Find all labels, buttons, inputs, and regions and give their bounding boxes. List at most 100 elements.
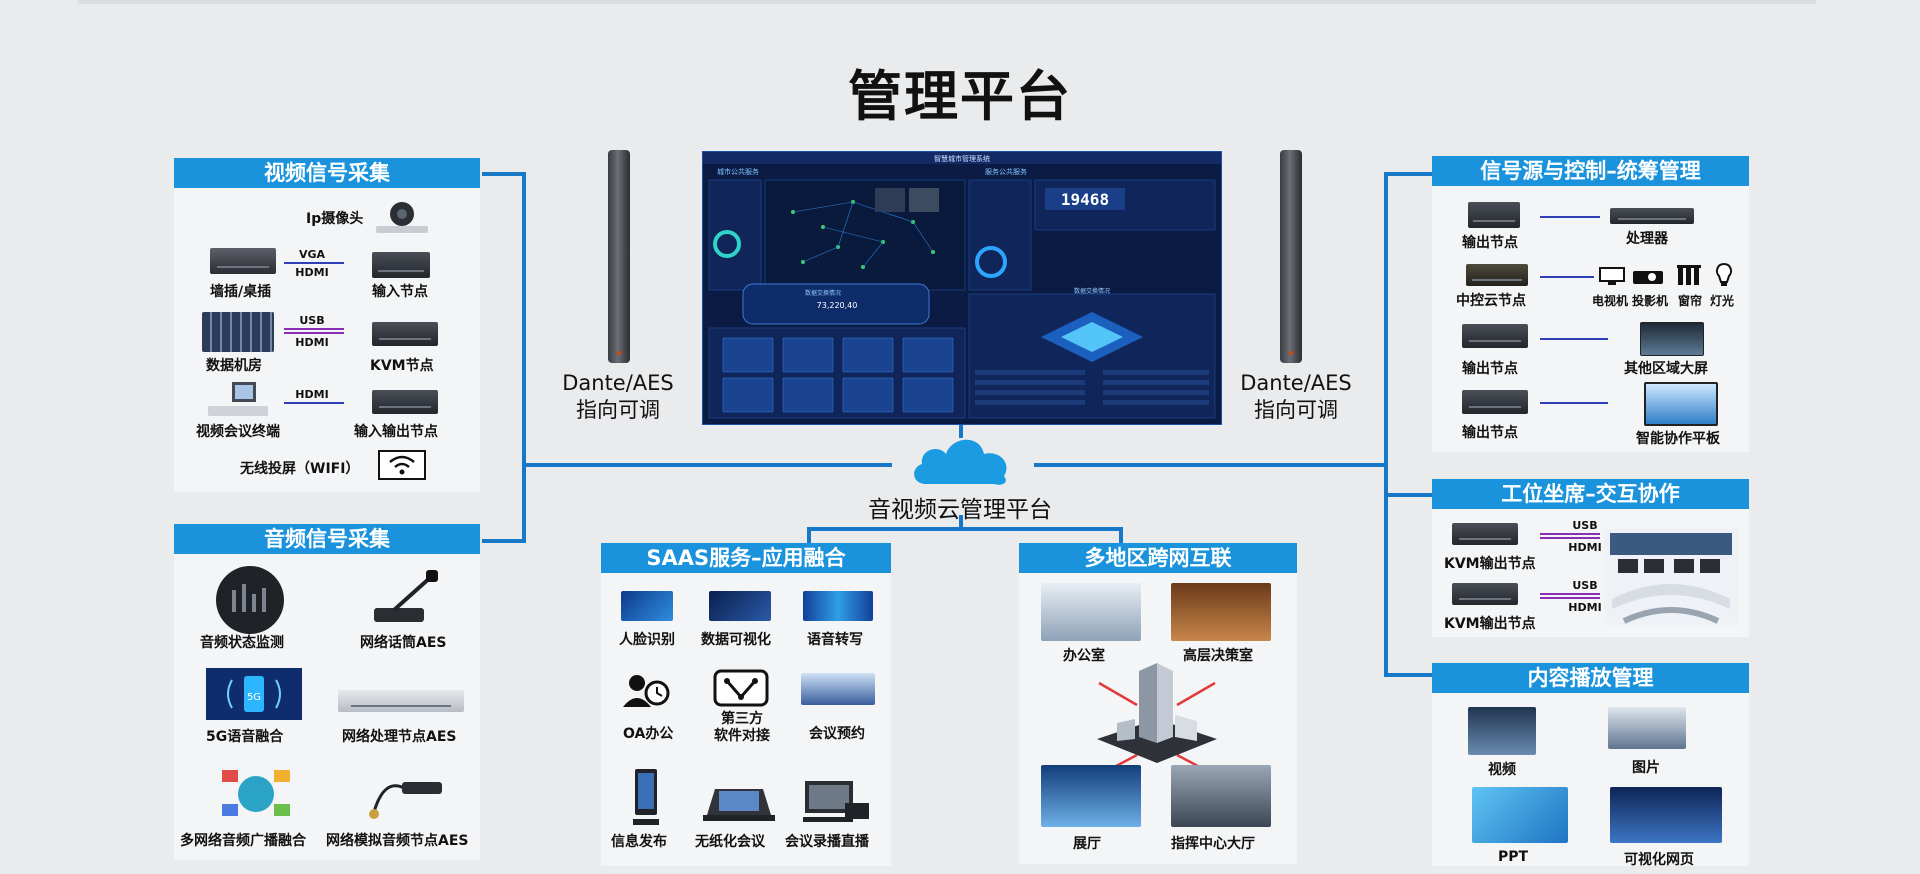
link-video [482,172,526,176]
wall-socket-label: 墙插/桌插 [210,284,272,300]
region-item-3: 指挥中心大厅 [1171,836,1255,852]
video-thumbnail [1468,707,1536,755]
input-node-device [372,252,430,278]
info-kiosk-icon [633,769,659,825]
link-audio [482,539,526,543]
smart-board-label: 智能协作平板 [1636,431,1720,447]
screen-title: 智慧城市管理系统 [934,154,990,163]
screen-bottom-left-title: 数据交换情况 [805,289,841,297]
screen-left-title: 城市公共服务 [717,167,759,176]
signal-output-node-3: 输出节点 [1462,425,1518,441]
speaker-label-left: Dante/AES 指向可调 [548,370,688,424]
projector-icon [1633,271,1663,284]
audio-item-5: 网络模拟音频节点AES [326,833,469,849]
hdmi-line [284,402,344,404]
content-panel-header: 内容播放管理 [1432,663,1749,693]
decision-room-image [1171,583,1271,641]
signal-line-4 [1540,402,1608,404]
content-item-0: 视频 [1488,762,1516,778]
seat-panel-header: 工位坐席–交互协作 [1432,479,1749,509]
curtain-icon [1677,265,1701,285]
signal-panel-header: 信号源与控制–统筹管理 [1432,156,1749,186]
video-panel-header: 视频信号采集 [174,158,480,188]
input-node-label: 输入节点 [372,284,428,300]
other-screen-label: 其他区域大屏 [1624,361,1708,377]
content-item-2: PPT [1498,849,1529,865]
speech-transcription-image [803,591,873,621]
left-bus [522,463,892,467]
signal-panel: 信号源与控制–统筹管理 输出节点 处理器 中控云节点 电视机 投影机 窗帘 灯光… [1432,156,1749,452]
signal-output-node-1: 输出节点 [1462,235,1518,251]
speaker-label-line1: Dante/AES [1240,371,1352,395]
speaker-label-line2: 指向可调 [576,398,660,422]
branch-saas [807,527,811,545]
image-thumbnail [1608,707,1686,749]
region-item-1: 高层决策室 [1183,648,1253,664]
signal-output-node-2: 输出节点 [1462,361,1518,377]
third-party-integration-icon [713,669,769,707]
other-screen-image [1640,322,1704,356]
left-trunk [522,172,526,543]
audio-item-2: 5G语音融合 [206,729,284,745]
network-processing-node-device [338,690,464,712]
signal-line-2 [1540,276,1594,278]
saas-item-6: 会议预约 [809,726,865,742]
wall-socket-device [210,248,276,274]
seat-hdmi-2: HDMI [1568,601,1602,614]
device-light: 灯光 [1710,294,1735,308]
region-panel: 多地区跨网互联 办公室 高层决策室 展厅 指挥中心大厅 [1019,543,1297,864]
conference-terminal-label: 视频会议终端 [196,424,280,440]
hdmi-label-3: HDMI [295,388,329,401]
video-panel: 视频信号采集 Ip摄像头 墙插/桌插 VGA HDMI 输入节点 数据机房 US… [174,158,480,492]
recording-broadcast-icon [803,781,869,822]
saas-item-8: 无纸化会议 [695,834,765,850]
top-divider [78,0,1816,4]
hdmi-label-2: HDMI [295,336,329,349]
processor-label: 处理器 [1626,231,1668,247]
audio-item-0: 音频状态监测 [200,635,284,651]
saas-item-7: 信息发布 [611,834,667,850]
network-mic-icon [374,570,438,622]
meeting-booking-image [801,673,875,705]
vga-line [284,262,344,264]
vga-label: VGA [298,248,326,261]
exhibition-hall-image [1041,765,1141,827]
content-item-1: 图片 [1632,760,1660,776]
region-panel-header: 多地区跨网互联 [1019,543,1297,573]
speaker-label-line2: 指向可调 [1254,398,1338,422]
content-item-3: 可视化网页 [1624,852,1694,868]
third-party-label: 第三方 软件对接 [697,711,787,745]
saas-item-4: 第三方 [721,711,763,727]
ip-camera-label: Ip摄像头 [306,211,364,227]
data-visualization-image [709,591,771,621]
bottom-branch [807,527,1123,531]
screen-cloud-link [959,423,963,438]
svg-text:5G: 5G [247,692,261,703]
region-item-2: 展厅 [1073,836,1101,852]
output-node-device-3 [1462,390,1528,414]
line-array-speaker-left [608,150,630,363]
device-projector: 投影机 [1632,294,1669,308]
smart-board-image [1644,382,1718,426]
output-node-device-1 [1468,202,1520,228]
kvm-output-label-1: KVM输出节点 [1444,556,1536,572]
line-array-speaker-right [1280,150,1302,363]
workstation-image [1604,529,1738,625]
content-panel: 内容播放管理 视频 图片 PPT 可视化网页 [1432,663,1749,868]
kvm-output-device-1 [1452,523,1518,545]
kvm-node-label: KVM节点 [370,358,434,374]
audio-item-1: 网络话筒AES [360,635,447,651]
kvm-output-label-2: KVM输出节点 [1444,616,1536,632]
conference-terminal-icon [208,382,268,416]
right-trunk [1384,172,1388,677]
office-image [1041,583,1141,641]
data-room-label: 数据机房 [206,358,262,374]
ip-camera-icon [376,202,428,233]
region-item-0: 办公室 [1063,648,1105,664]
seat-line-1a [1540,533,1600,535]
central-node-label: 中控云节点 [1456,293,1526,309]
seat-hdmi-1: HDMI [1568,541,1602,554]
data-room-image [202,312,274,352]
face-recognition-image [621,591,673,621]
